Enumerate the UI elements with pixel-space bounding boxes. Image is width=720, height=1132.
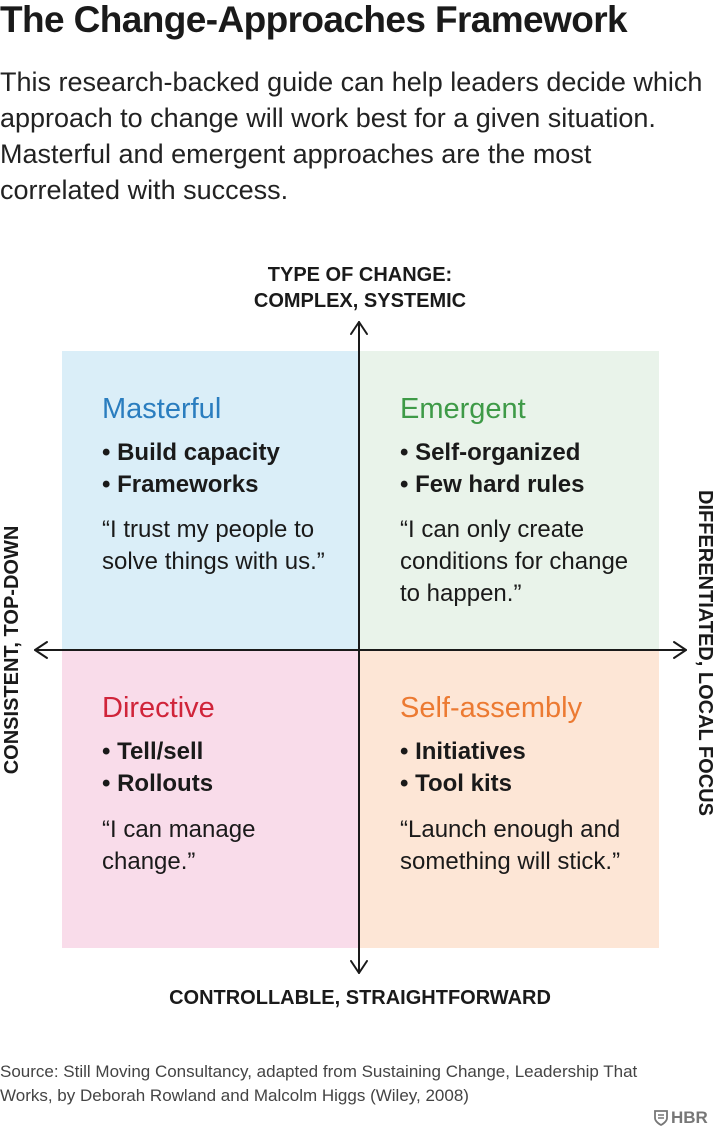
page-subtitle: This research-backed guide can help lead… — [0, 67, 703, 205]
arrow-left-icon — [34, 641, 48, 659]
bullet-item: • Rollouts — [102, 770, 214, 797]
quadrant-bullets-self-assembly: • Initiatives • Tool kits — [400, 736, 526, 800]
quadrant-masterful: Masterful • Build capacity • Frameworks … — [62, 351, 359, 650]
axis-label-bottom: CONTROLLABLE, STRAIGHTFORWARD — [169, 987, 551, 1009]
shield-icon — [654, 1110, 668, 1126]
quadrant-directive: Directive • Tell/sell • Rollouts “I can … — [62, 650, 359, 948]
quadrant-bullets-emergent: • Self-organized • Few hard rules — [400, 437, 584, 501]
bullet-item: • Self-organized — [400, 439, 581, 466]
bullet-item: • Tool kits — [400, 770, 512, 797]
quadrant-title-directive: Directive — [102, 692, 215, 724]
quadrant-quote-self-assembly: “Launch enough and something will stick.… — [400, 816, 621, 875]
axis-label-right: DIFFERENTIATED, LOCAL FOCUS — [694, 490, 716, 816]
quadrant-quote-directive: “I can manage change.” — [102, 816, 256, 875]
quadrant-bullets-masterful: • Build capacity • Frameworks — [102, 437, 280, 501]
bullet-item: • Initiatives — [400, 738, 526, 765]
arrow-down-icon — [350, 960, 368, 974]
quadrant-quote-masterful: “I trust my people to solve things with … — [102, 516, 325, 575]
bullet-item: • Few hard rules — [400, 471, 585, 498]
quadrant-title-emergent: Emergent — [400, 393, 526, 425]
quadrant-title-self-assembly: Self-assembly — [400, 692, 583, 724]
axis-label-top-line1: TYPE OF CHANGE: — [267, 264, 453, 286]
hbr-logo: HBR — [654, 1107, 720, 1129]
bullet-item: • Build capacity — [102, 439, 280, 466]
quadrant-title-masterful: Masterful — [102, 393, 222, 425]
axis-label-left: CONSISTENT, TOP-DOWN — [1, 525, 23, 775]
source-note: Source: Still Moving Consultancy, adapte… — [0, 1062, 638, 1105]
axis-label-top-line2: COMPLEX, SYSTEMIC — [253, 290, 467, 312]
quadrant-emergent: Emergent • Self-organized • Few hard rul… — [359, 351, 659, 650]
bullet-item: • Tell/sell — [102, 738, 204, 765]
arrow-right-icon — [673, 641, 687, 659]
quadrant-quote-emergent: “I can only create conditions for change… — [400, 516, 629, 607]
arrow-up-icon — [350, 321, 368, 335]
page-title: The Change-Approaches Framework — [0, 0, 628, 40]
quadrant-self-assembly: Self-assembly • Initiatives • Tool kits … — [359, 650, 659, 948]
brand-text: HBR — [671, 1108, 708, 1127]
axis-label-top: TYPE OF CHANGE: COMPLEX, SYSTEMIC — [190, 262, 530, 314]
quadrant-bullets-directive: • Tell/sell • Rollouts — [102, 736, 213, 800]
bullet-item: • Frameworks — [102, 471, 259, 498]
